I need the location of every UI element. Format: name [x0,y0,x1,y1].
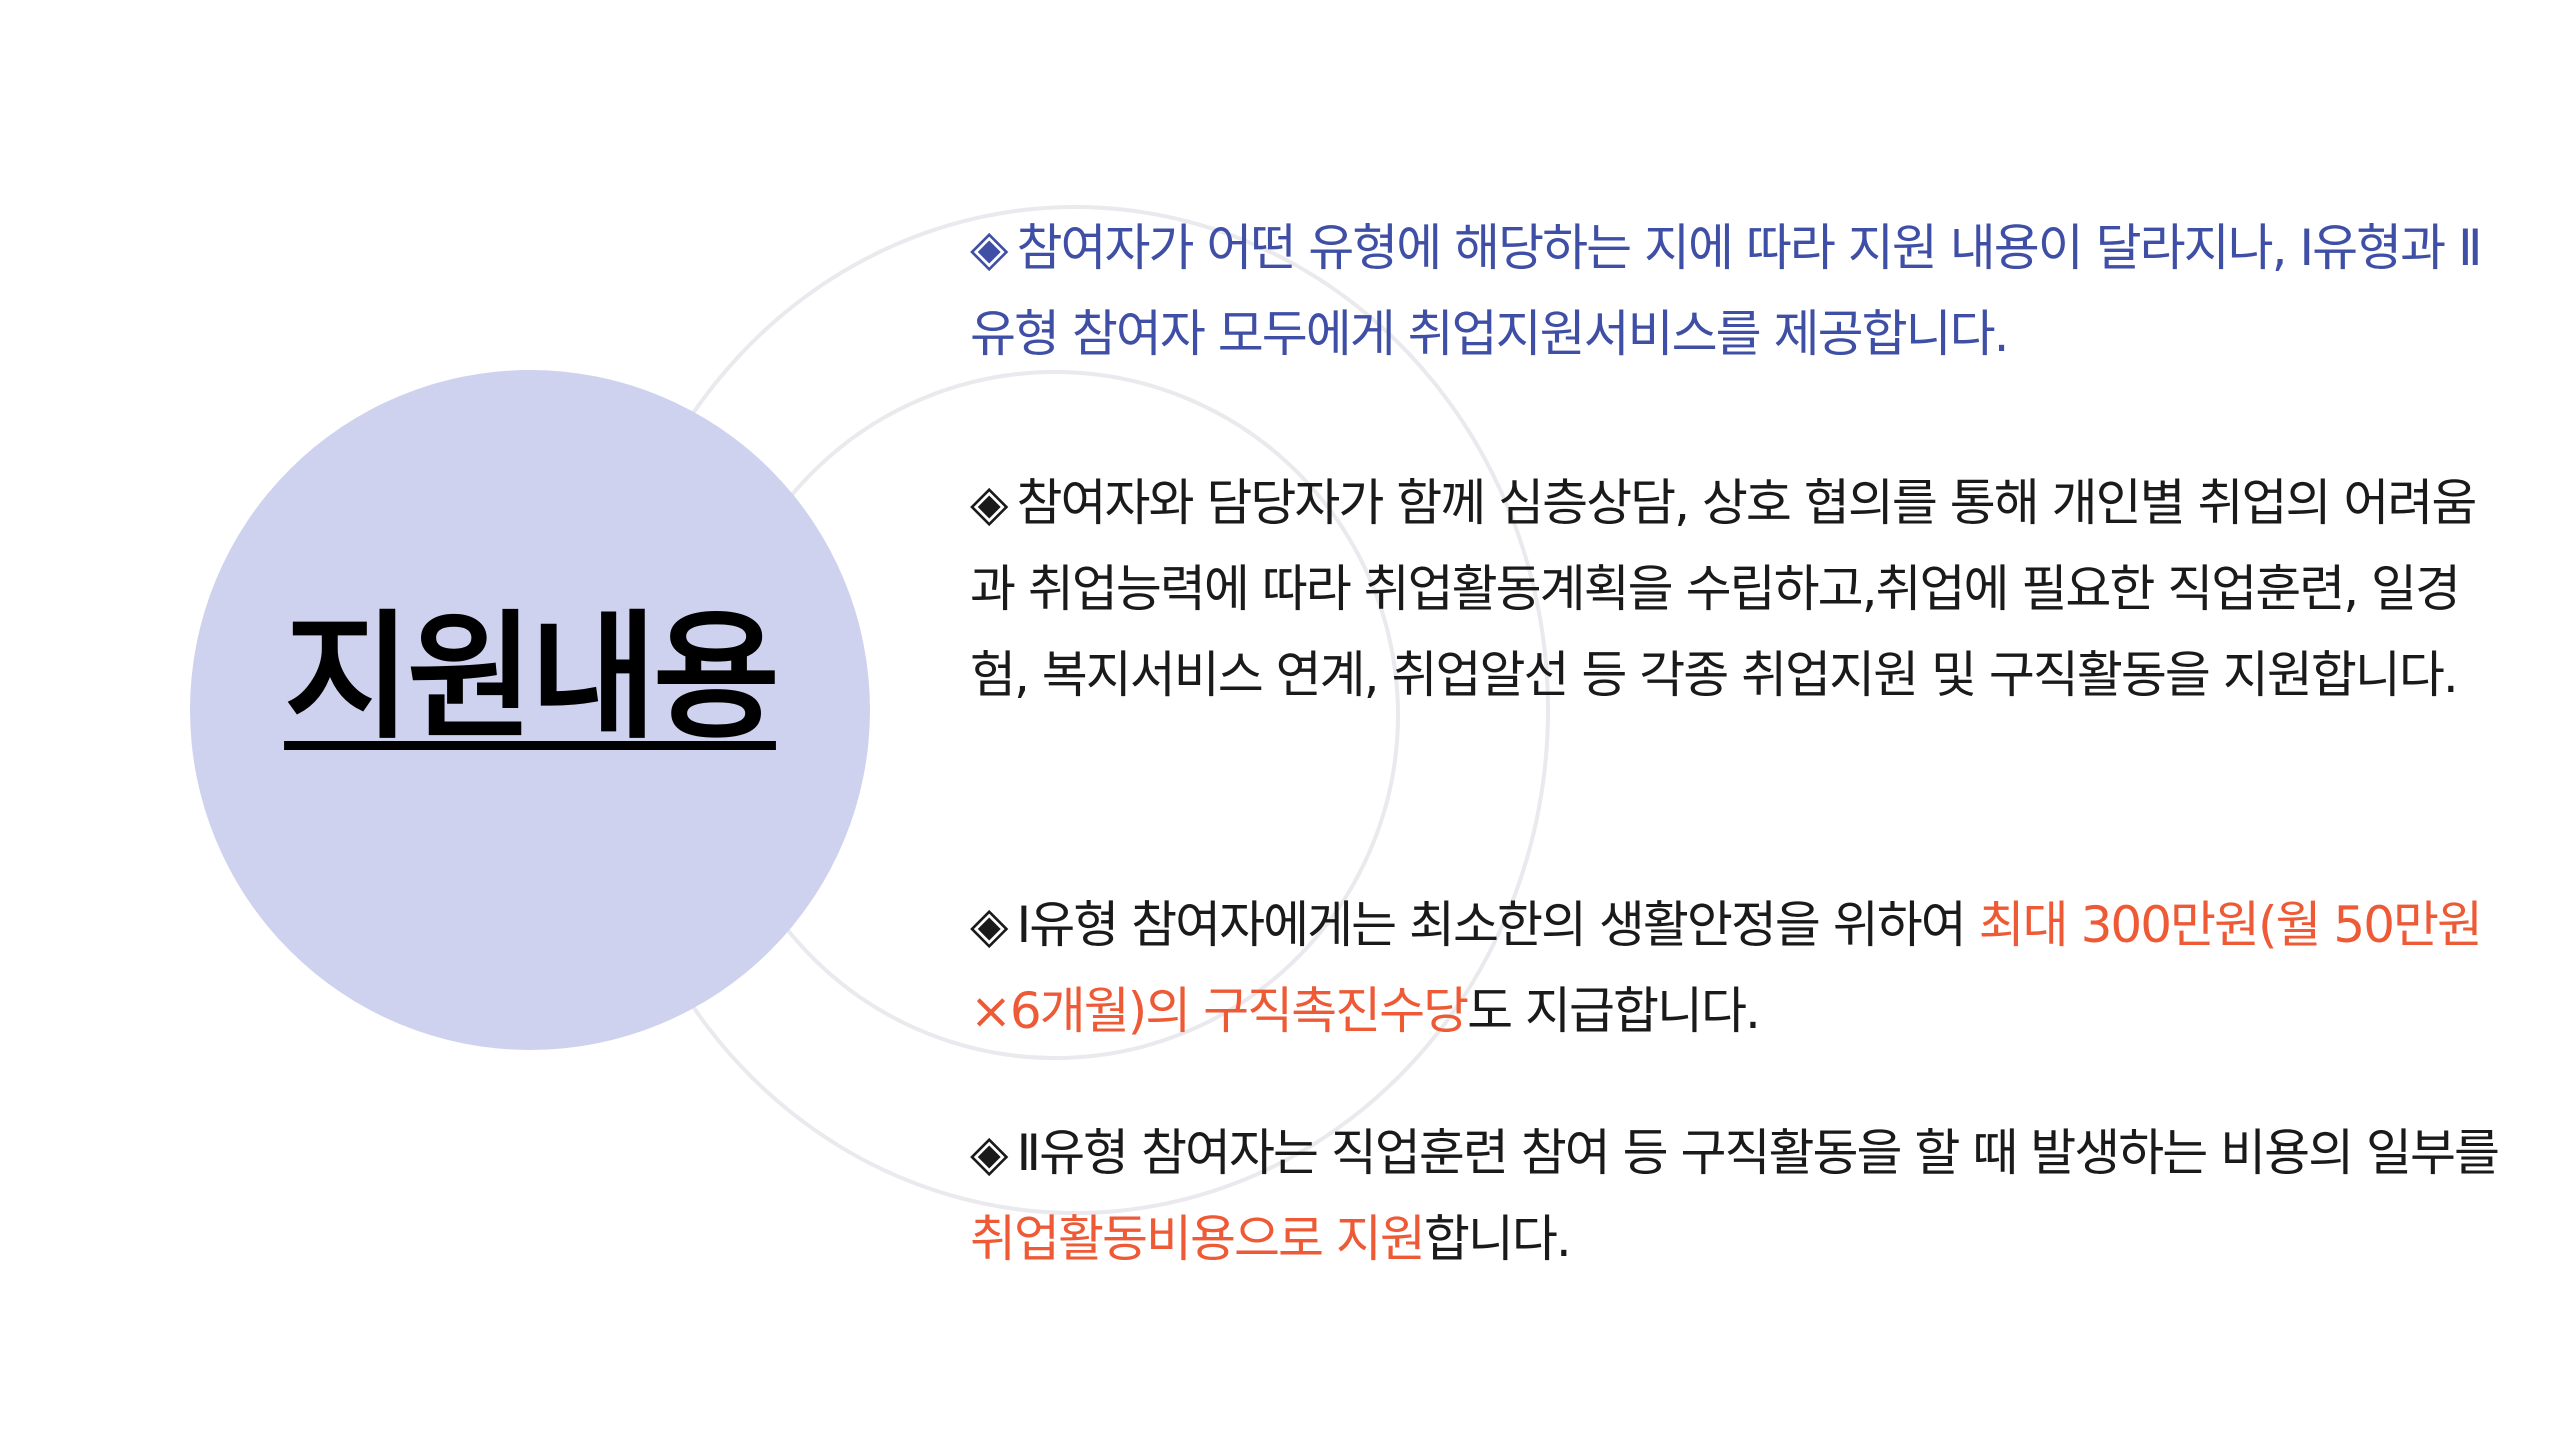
paragraph-1-text: 참여자가 어떤 유형에 해당하는 지에 따라 지원 내용이 달라지나, Ⅰ유형과… [970,219,2483,363]
paragraph-4: ◈Ⅱ유형 참여자는 직업훈련 참여 등 구직활동을 할 때 발생하는 비용의 일… [970,1110,2500,1282]
title-circle: 지원내용 [190,370,870,1050]
diamond-bullet-icon: ◈ [970,474,1008,532]
paragraph-3-highlight: 최대 300만원(월 50만원×6개월)의 구직촉진수당 [970,896,2483,1040]
page-title: 지원내용 [284,597,780,758]
paragraph-4-lead: Ⅱ유형 참여자는 직업훈련 참여 등 구직활동을 할 때 발생하는 비용의 일부… [1016,1124,2500,1182]
paragraph-3-lead: Ⅰ유형 참여자에게는 최소한의 생활안정을 위하여 [1016,896,1979,954]
paragraph-3-tail: 도 지급합니다. [1467,982,1761,1040]
diamond-bullet-icon: ◈ [970,219,1008,277]
diamond-bullet-icon: ◈ [970,896,1008,954]
paragraph-4-highlight: 취업활동비용으로 지원 [970,1210,1426,1268]
paragraph-2-text: 참여자와 담당자가 함께 심층상담, 상호 협의를 통해 개인별 취업의 어려움… [970,474,2477,704]
paragraph-1: ◈참여자가 어떤 유형에 해당하는 지에 따라 지원 내용이 달라지나, Ⅰ유형… [970,205,2500,377]
paragraph-3: ◈Ⅰ유형 참여자에게는 최소한의 생활안정을 위하여 최대 300만원(월 50… [970,882,2500,1054]
diamond-bullet-icon: ◈ [970,1124,1008,1182]
paragraph-2: ◈참여자와 담당자가 함께 심층상담, 상호 협의를 통해 개인별 취업의 어려… [970,460,2500,718]
paragraph-4-tail: 합니다. [1423,1210,1572,1268]
